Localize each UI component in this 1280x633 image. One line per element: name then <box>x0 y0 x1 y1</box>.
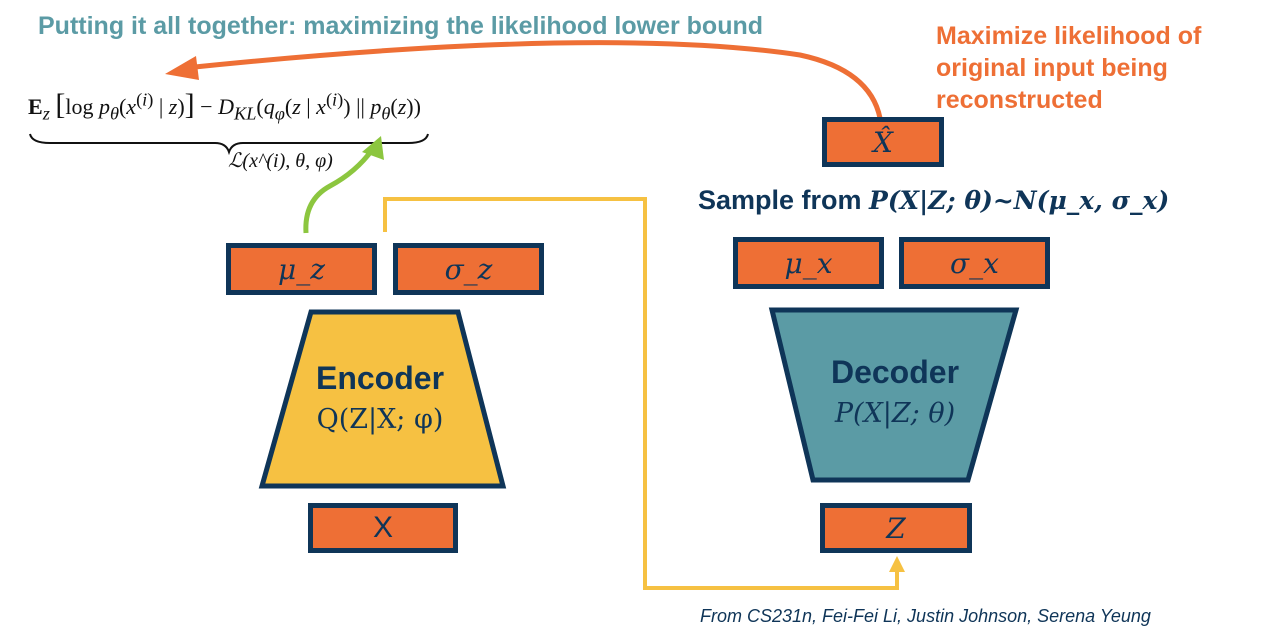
reconstruction-annotation: Maximize likelihood of original input be… <box>936 22 1202 114</box>
sigma-x-box: σ_x <box>899 237 1050 289</box>
sigma-x-label: σ_x <box>950 246 999 280</box>
decoder-distribution: P(X|Z; θ) <box>834 398 956 429</box>
x-hat-box: X̂ <box>822 117 944 167</box>
x-hat-label: X̂ <box>873 125 893 159</box>
yellow-connector <box>383 197 899 590</box>
orange-arrowhead <box>165 56 199 80</box>
sample-text: Sample from P(X|Z; θ)~N(μ_x, σ_x) <box>698 185 1169 216</box>
x-input-box: X <box>308 503 458 553</box>
mu-x-box: μ_x <box>733 237 884 289</box>
x-input-label: X <box>372 511 393 544</box>
green-arrow <box>303 148 375 234</box>
decoder-label: Decoder <box>830 354 960 390</box>
yellow-arrowhead <box>889 556 905 572</box>
mu-z-box: μ_z <box>226 243 377 295</box>
z-input-label: Z <box>886 511 906 545</box>
decoder-trapezoid <box>768 307 1020 483</box>
mu-z-label: μ_z <box>278 252 325 286</box>
z-input-box: Z <box>820 503 972 553</box>
sample-math: P(X|Z; θ)~N(μ_x, σ_x) <box>869 186 1170 215</box>
page-title: Putting it all together: maximizing the … <box>38 12 764 40</box>
elbo-label: ℒ(x^(i), θ, φ) <box>228 150 333 172</box>
encoder-distribution: Q(Z|X; φ) <box>316 404 444 435</box>
orange-arrow <box>184 40 883 119</box>
mu-x-label: μ_x <box>784 246 833 280</box>
green-arrowhead <box>362 136 384 160</box>
sigma-z-label: σ_z <box>444 252 493 286</box>
encoder-label: Encoder <box>315 360 445 396</box>
sigma-z-box: σ_z <box>393 243 544 295</box>
sample-prefix: Sample from <box>698 185 870 215</box>
underbrace <box>29 133 429 156</box>
encoder-trapezoid <box>258 309 507 489</box>
credit-text: From CS231n, Fei-Fei Li, Justin Johnson,… <box>700 606 1151 626</box>
elbo-formula: Ez [log pθ(x(i) | z)] − DKL(qφ(z | x(i))… <box>28 88 421 124</box>
